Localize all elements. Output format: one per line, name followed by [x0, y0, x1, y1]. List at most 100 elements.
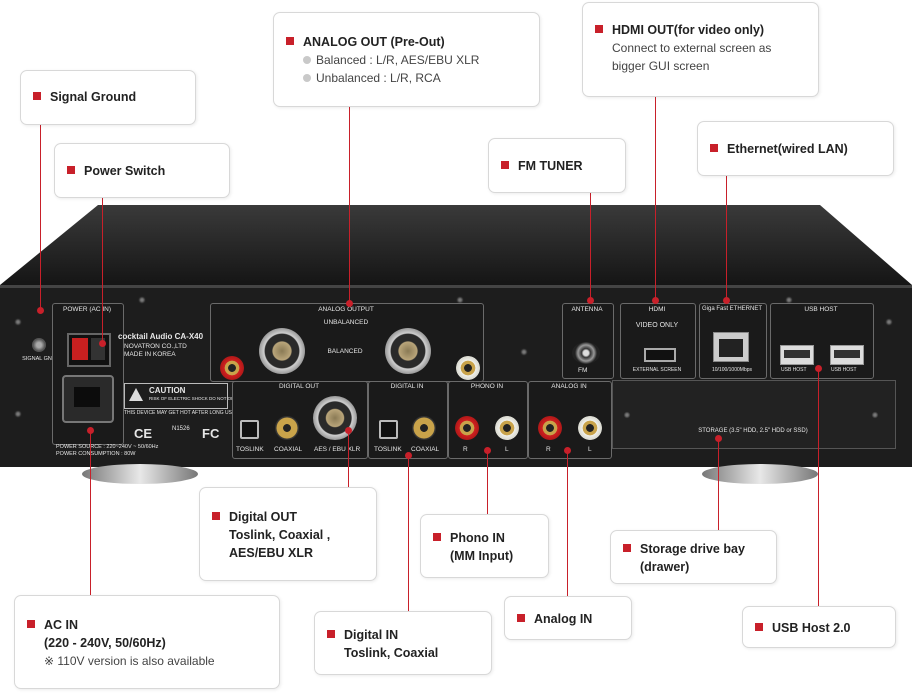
- origin-label: MADE IN KOREA: [124, 351, 176, 358]
- eth-speed-label: 10/100/1000Mbps: [711, 367, 753, 373]
- digital-in-toslink-port[interactable]: [379, 420, 398, 439]
- bullet-square-icon: [501, 161, 509, 169]
- power-switch[interactable]: [67, 333, 111, 367]
- ac-in-line-1: (220 - 240V, 50/60Hz): [44, 636, 166, 650]
- screw: [885, 318, 893, 326]
- callout-usb-host: USB Host 2.0: [742, 606, 896, 648]
- analog-out-balanced-l-xlr[interactable]: [385, 328, 431, 374]
- bullet-square-icon: [33, 92, 41, 100]
- leader-digital-in: [408, 455, 409, 611]
- maker-label: NOVATRON CO.,LTD: [124, 343, 187, 350]
- usb-port-1[interactable]: [780, 345, 814, 365]
- analog-out-unbalanced-r-jack[interactable]: [220, 356, 244, 380]
- leader-usb-host: [818, 368, 819, 606]
- pin-digital-out: [345, 427, 352, 434]
- signal-gnd-label: SIGNAL GND: [22, 356, 56, 362]
- digital-out-coaxial-jack[interactable]: [275, 416, 299, 440]
- ethernet-label: Giga Fast ETHERNET: [701, 306, 762, 312]
- digital-in-coaxial-jack[interactable]: [412, 416, 436, 440]
- callout-digital-in: Digital IN Toslink, Coaxial: [314, 611, 492, 675]
- pin-storage: [715, 435, 722, 442]
- callout-title: Signal Ground: [50, 90, 137, 104]
- pin-digital-in: [405, 452, 412, 459]
- phono-in-r-jack[interactable]: [455, 416, 479, 440]
- bullet-square-icon: [755, 623, 763, 631]
- video-only-label: VIDEO ONLY: [635, 322, 679, 329]
- pin-usb-host: [815, 365, 822, 372]
- bullet-square-icon: [67, 166, 75, 174]
- coaxial-label: COAXIAL: [274, 446, 303, 453]
- fm-antenna-connector[interactable]: [572, 342, 600, 364]
- pin-fm-tuner: [587, 297, 594, 304]
- leader-ac-in: [90, 430, 91, 595]
- usb-host-label: USB HOST: [804, 306, 838, 313]
- caution-sub: RISK OF ELECTRIC SHOCK DO NOT OPEN: [149, 396, 241, 401]
- callout-signal-ground: Signal Ground: [20, 70, 196, 125]
- usb-port-1-label: USB HOST: [781, 367, 807, 373]
- phono-in-label: PHONO IN: [470, 383, 504, 390]
- leader-phono-in: [487, 450, 488, 514]
- callout-title: Digital IN: [344, 628, 399, 642]
- leader-hdmi: [655, 97, 656, 300]
- ce-mark: CE: [134, 426, 153, 441]
- bullet-square-icon: [710, 144, 718, 152]
- bullet-square-icon: [286, 37, 294, 45]
- callout-title: Phono IN: [450, 531, 505, 545]
- callout-title: ANALOG OUT (Pre-Out): [303, 35, 445, 49]
- analog-in-r-jack[interactable]: [538, 416, 562, 440]
- bullet-square-icon: [595, 25, 603, 33]
- leader-digital-out: [348, 430, 349, 487]
- leader-analog-in: [567, 450, 568, 596]
- power-panel: [52, 303, 124, 445]
- screw: [138, 296, 146, 304]
- callout-title: Storage drive bay: [640, 542, 745, 556]
- pin-ethernet: [723, 297, 730, 304]
- hdmi-port[interactable]: [644, 348, 676, 362]
- n-mark: N1526: [172, 426, 190, 432]
- analog-output-panel: [210, 303, 484, 382]
- external-screen-label: EXTERNAL SCREEN: [632, 367, 682, 373]
- signal-ground-terminal[interactable]: [32, 338, 46, 352]
- analog-in-r-label: R: [546, 446, 551, 453]
- digital-out-toslink-port[interactable]: [240, 420, 259, 439]
- leader-signal-ground: [40, 125, 41, 310]
- digital-in-coaxial-label: COAXIAL: [411, 446, 440, 453]
- callout-title: Power Switch: [84, 164, 166, 178]
- callout-fm-tuner: FM TUNER: [488, 138, 626, 193]
- callout-digital-out: Digital OUT Toslink, Coaxial , AES/EBU X…: [199, 487, 377, 581]
- storage-drive-bay[interactable]: STORAGE (3.5" HDD, 2.5" HDD or SSD): [612, 380, 896, 449]
- bullet-square-icon: [433, 533, 441, 541]
- bullet-square-icon: [212, 512, 220, 520]
- callout-power-switch: Power Switch: [54, 143, 230, 198]
- callout-title: Digital OUT: [229, 510, 298, 524]
- warning-triangle-icon: [129, 388, 143, 401]
- hdmi-panel: [620, 303, 696, 379]
- analog-out-balanced-r-xlr[interactable]: [259, 328, 305, 374]
- analog-in-l-jack[interactable]: [578, 416, 602, 440]
- leader-storage: [718, 438, 719, 530]
- screw: [785, 296, 793, 304]
- usb-port-2-label: USB HOST: [831, 367, 857, 373]
- digital-in-label: DIGITAL IN: [390, 383, 424, 390]
- callout-storage-bay: Storage drive bay (drawer): [610, 530, 777, 584]
- phono-in-l-jack[interactable]: [495, 416, 519, 440]
- bay-screw: [623, 411, 631, 419]
- callout-title: Analog IN: [534, 612, 593, 626]
- cocktail-audio-rear-panel: SIGNAL GND POWER (AC IN) POWER SOURCE : …: [0, 200, 919, 490]
- usb-port-2[interactable]: [830, 345, 864, 365]
- callout-title: FM TUNER: [518, 159, 583, 173]
- storage-bay-line-1: (drawer): [640, 560, 690, 574]
- digital-out-line-2: AES/EBU XLR: [229, 546, 314, 560]
- phono-in-line-1: (MM Input): [450, 549, 514, 563]
- bullet-square-icon: [623, 544, 631, 552]
- iec-power-socket[interactable]: [62, 375, 114, 423]
- callout-title: USB Host 2.0: [772, 621, 851, 635]
- ethernet-port[interactable]: [713, 332, 749, 362]
- analog-out-unbalanced-l-jack[interactable]: [456, 356, 480, 380]
- digital-out-line-1: Toslink, Coaxial ,: [229, 528, 331, 542]
- bullet-square-icon: [517, 614, 525, 622]
- callout-hdmi-out: HDMI OUT(for video only) Connect to exte…: [582, 2, 819, 97]
- leader-fm-tuner: [590, 193, 591, 300]
- hdmi-label: HDMI: [648, 306, 666, 313]
- callout-ac-in: AC IN (220 - 240V, 50/60Hz) ※ 110V versi…: [14, 595, 280, 689]
